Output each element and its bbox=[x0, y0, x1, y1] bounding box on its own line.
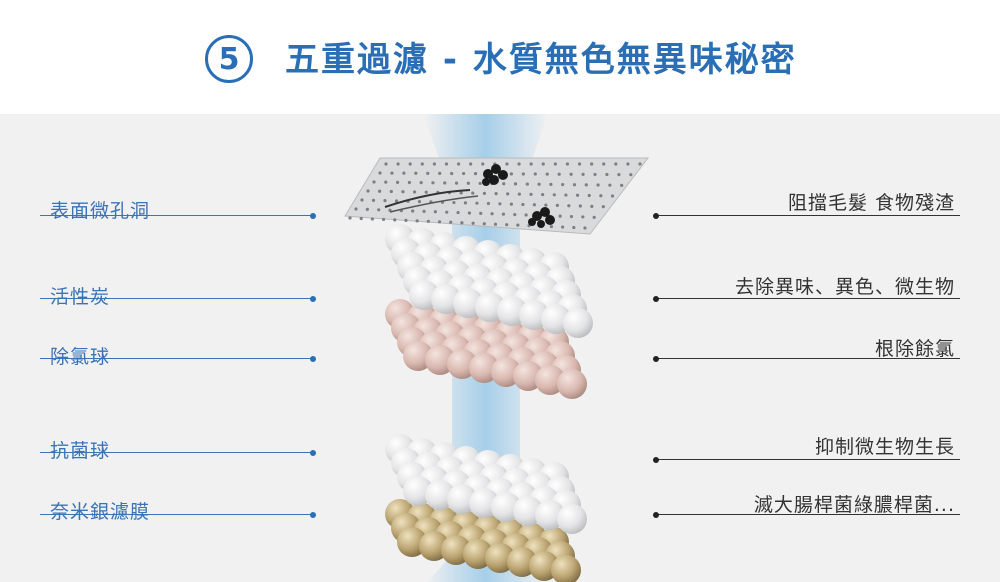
right-leader-dot bbox=[653, 356, 659, 362]
left-leader-line bbox=[40, 298, 312, 299]
right-leader-dot bbox=[653, 512, 659, 518]
filter-diagram-panel: 表面微孔洞 阻擋毛髮 食物殘渣活性炭 去除異味、異色、微生物除氯球 根除餘氯抗菌球 抑制… bbox=[0, 114, 1000, 582]
right-leader-line bbox=[658, 514, 960, 515]
activated-carbon-layer bbox=[385, 224, 593, 338]
nano-silver-layer bbox=[385, 499, 581, 582]
layer-effect-label: 滅大腸桿菌綠膿桿菌... bbox=[753, 494, 955, 516]
left-leader-dot bbox=[310, 450, 316, 456]
right-leader-line bbox=[658, 298, 960, 299]
header: 5 五重過濾 - 水質無色無異味秘密 bbox=[0, 0, 1000, 114]
layer-effect-label: 根除餘氯 bbox=[874, 338, 955, 360]
left-leader-line bbox=[40, 452, 312, 453]
layer-name-label: 活性炭 bbox=[50, 286, 111, 308]
layer-name-label: 抗菌球 bbox=[50, 440, 111, 462]
dechlorination-ball-layer bbox=[385, 299, 587, 399]
layer-name-label: 除氯球 bbox=[50, 346, 111, 368]
layer-effect-label: 抑制微生物生長 bbox=[814, 436, 955, 458]
debris-particles bbox=[482, 164, 555, 228]
left-leader-dot bbox=[310, 356, 316, 362]
filter-layers-illustration bbox=[344, 114, 650, 582]
left-leader-dot bbox=[310, 296, 316, 302]
layer-effect-label: 阻擋毛髮 食物殘渣 bbox=[787, 192, 955, 214]
layer-name-label: 奈米銀濾膜 bbox=[50, 501, 151, 523]
right-leader-dot bbox=[653, 213, 659, 219]
left-leader-dot bbox=[310, 213, 316, 219]
right-leader-line bbox=[658, 459, 960, 460]
right-leader-dot bbox=[653, 296, 659, 302]
antibacterial-ball-layer bbox=[385, 434, 587, 534]
right-leader-dot bbox=[653, 457, 659, 463]
left-leader-line bbox=[40, 358, 312, 359]
left-leader-line bbox=[40, 514, 312, 515]
right-leader-line bbox=[658, 358, 960, 359]
step-number-badge: 5 bbox=[205, 35, 253, 83]
right-leader-line bbox=[658, 215, 960, 216]
left-leader-dot bbox=[310, 512, 316, 518]
page-title: 五重過濾 - 水質無色無異味秘密 bbox=[285, 40, 797, 80]
left-leader-line bbox=[40, 215, 312, 216]
layer-name-label: 表面微孔洞 bbox=[50, 200, 151, 222]
micro-pore-plate bbox=[344, 157, 650, 235]
layer-effect-label: 去除異味、異色、微生物 bbox=[734, 276, 955, 298]
